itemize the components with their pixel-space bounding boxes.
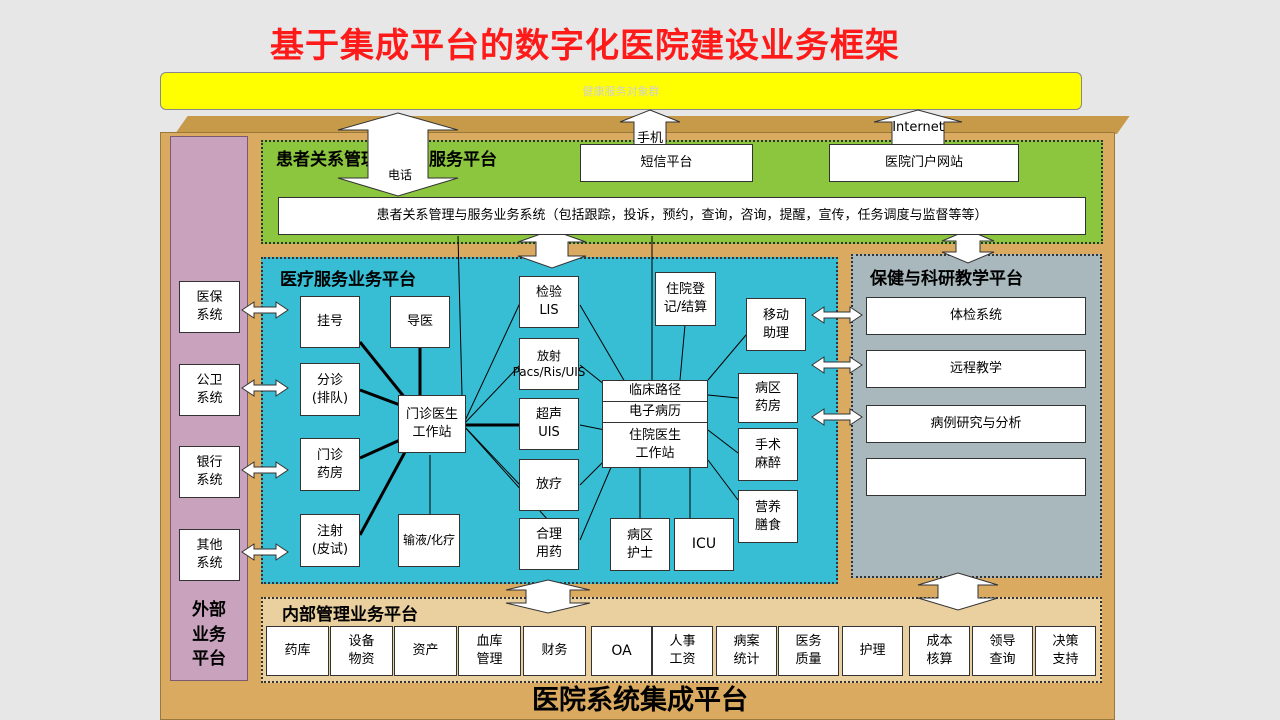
research-platform-label: 保健与科研教学平台 — [870, 269, 1023, 289]
radiotherapy-box[interactable]: 放疗 — [519, 459, 579, 511]
inpatient-register-box[interactable]: 住院登 记/结算 — [655, 272, 716, 326]
mobile-label: 手机 — [636, 131, 663, 146]
crm-system-box[interactable]: 患者关系管理与服务业务系统（包括跟踪，投诉，预约，查询，咨询，提醒，宣传，任务调… — [278, 197, 1086, 235]
internal-oa[interactable]: OA — [591, 626, 652, 676]
external-system-bank[interactable]: 银行 系统 — [179, 446, 240, 498]
triage-box[interactable]: 分诊 (排队) — [300, 363, 360, 416]
emr-box[interactable]: 电子病历 — [602, 401, 708, 423]
medical-platform-label: 医疗服务业务平台 — [280, 270, 416, 290]
external-platform-label: 外部 业务 平台 — [192, 600, 226, 670]
integration-platform-title: 医院系统集成平台 — [532, 685, 748, 716]
guide-box[interactable]: 导医 — [390, 296, 450, 348]
outpatient-doctor-station[interactable]: 门诊医生 工作站 — [398, 395, 466, 453]
internal-drug-store[interactable]: 药库 — [266, 626, 329, 676]
internal-blood-bank[interactable]: 血库 管理 — [458, 626, 521, 676]
remote-teaching-box[interactable]: 远程教学 — [866, 350, 1086, 388]
ward-pharmacy-box[interactable]: 病区 药房 — [738, 373, 798, 423]
infusion-box[interactable]: 输液/化疗 — [398, 514, 460, 567]
internal-platform-label: 内部管理业务平台 — [282, 605, 418, 625]
injection-box[interactable]: 注射 (皮试) — [300, 514, 360, 567]
external-system-other[interactable]: 其他 系统 — [179, 529, 240, 581]
internet-label: Internet — [892, 120, 944, 135]
inpatient-doctor-station[interactable]: 住院医生 工作站 — [602, 422, 708, 468]
internal-medical-records[interactable]: 病案 统计 — [716, 626, 777, 676]
nutrition-box[interactable]: 营养 膳食 — [738, 490, 798, 543]
icu-box[interactable]: ICU — [674, 518, 734, 571]
outpatient-pharmacy-box[interactable]: 门诊 药房 — [300, 438, 360, 491]
external-system-public-health[interactable]: 公卫 系统 — [179, 364, 240, 416]
internal-nursing[interactable]: 护理 — [842, 626, 903, 676]
lis-box[interactable]: 检验 LIS — [519, 276, 579, 328]
internal-finance[interactable]: 财务 — [523, 626, 586, 676]
ward-nurse-box[interactable]: 病区 护士 — [610, 518, 670, 571]
service-target-bar: 健康服务对象群 — [160, 72, 1082, 110]
internal-decision-support[interactable]: 决策 支持 — [1035, 626, 1096, 676]
internal-equipment[interactable]: 设备 物资 — [330, 626, 393, 676]
internal-medical-quality[interactable]: 医务 质量 — [778, 626, 839, 676]
clinical-path-box[interactable]: 临床路径 — [602, 380, 708, 402]
internal-cost-accounting[interactable]: 成本 核算 — [909, 626, 970, 676]
ultrasound-box[interactable]: 超声 UIS — [519, 398, 579, 450]
internal-hr-payroll[interactable]: 人事 工资 — [652, 626, 713, 676]
physical-exam-box[interactable]: 体检系统 — [866, 297, 1086, 335]
sms-platform-box[interactable]: 短信平台 — [580, 144, 753, 182]
phone-label: 电话 — [387, 168, 412, 182]
empty-research-box[interactable] — [866, 458, 1086, 496]
internal-leader-query[interactable]: 领导 查询 — [972, 626, 1033, 676]
external-system-medical-insurance[interactable]: 医保 系统 — [179, 281, 240, 333]
internal-assets[interactable]: 资产 — [394, 626, 457, 676]
registration-box[interactable]: 挂号 — [300, 296, 360, 348]
hospital-portal-box[interactable]: 医院门户网站 — [829, 144, 1019, 182]
radiology-box[interactable]: 放射 Pacs/Ris/UIS — [513, 338, 585, 390]
page-title: 基于集成平台的数字化医院建设业务框架 — [270, 26, 900, 66]
case-research-box[interactable]: 病例研究与分析 — [866, 405, 1086, 443]
surgery-anesthesia-box[interactable]: 手术 麻醉 — [738, 428, 798, 481]
rational-drug-box[interactable]: 合理 用药 — [519, 518, 579, 570]
mobile-assistant-box[interactable]: 移动 助理 — [746, 298, 806, 351]
